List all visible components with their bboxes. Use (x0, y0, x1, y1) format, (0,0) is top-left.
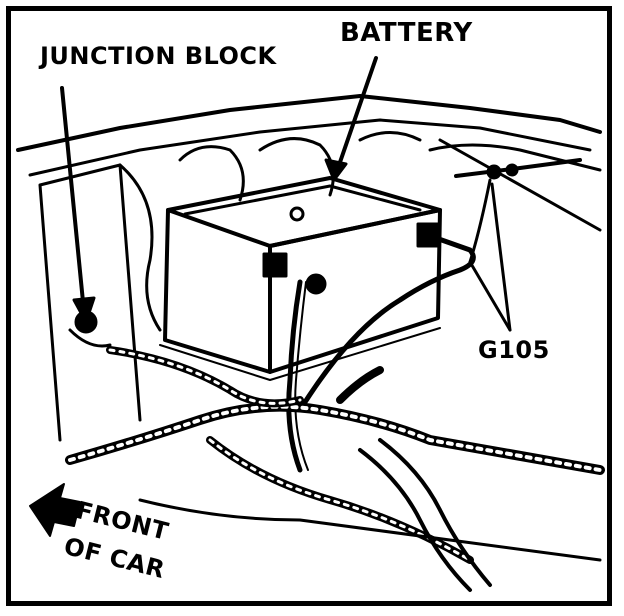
diagram-frame (6, 6, 612, 606)
hood-edge (16, 94, 602, 152)
label-battery: BATTERY (340, 18, 473, 48)
cable-positive (297, 235, 476, 413)
label-g105: G105 (478, 336, 550, 364)
frame-rail (138, 498, 602, 562)
arrow-battery-line (336, 56, 378, 170)
cable-negative-2 (294, 281, 309, 471)
terminal-negative (262, 252, 288, 278)
cable-negative (286, 279, 303, 473)
junction-block (68, 310, 112, 348)
harness-right (336, 366, 384, 404)
battery-lid-ridge (183, 184, 422, 216)
arrow-battery-head (324, 158, 348, 182)
battery-side (268, 208, 442, 374)
hose-lower (358, 448, 472, 592)
cowl-line (28, 118, 592, 177)
arrow-g105-line-1 (490, 182, 512, 332)
firewall-right (428, 143, 602, 172)
cable-clamp (305, 273, 327, 295)
firewall-bumps (178, 131, 422, 202)
arrow-g105-line-2 (468, 260, 512, 332)
fender-right (438, 138, 602, 232)
ground-wire (468, 178, 492, 264)
vent-cap (289, 206, 305, 222)
battery-front (163, 208, 272, 374)
terminal-positive (416, 222, 440, 248)
arrow-junction-block-line (60, 86, 86, 314)
inner-fender (118, 163, 162, 332)
arrow-junction-block-head (72, 296, 96, 324)
label-junction-block: JUNCTION BLOCK (40, 42, 277, 70)
battery (159, 176, 442, 381)
ground-bolt (486, 164, 502, 180)
front-of-car-arrow (29, 483, 81, 537)
hose-lower-2 (378, 438, 492, 587)
ground-strap (454, 158, 582, 178)
